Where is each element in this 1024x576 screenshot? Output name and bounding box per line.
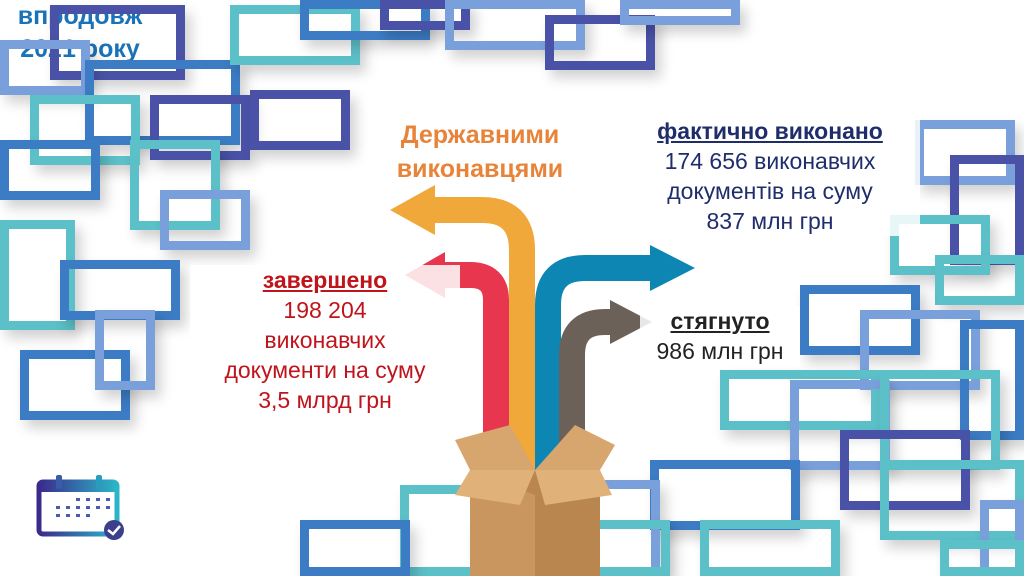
completed-sum: 3,5 млрд грн <box>258 387 392 413</box>
heading-line: Державними <box>400 121 560 149</box>
collected-title: стягнуто <box>670 308 770 334</box>
decorative-frame <box>30 95 140 165</box>
actual-text: документів на суму <box>667 178 873 204</box>
actual-sum: 837 млн грн <box>706 208 834 234</box>
period-line: 2021 року <box>20 35 140 63</box>
decorative-frame <box>300 520 410 576</box>
orange-arrow <box>430 197 535 470</box>
box-icon <box>455 425 615 576</box>
decorative-frame <box>0 140 100 200</box>
actually-executed-block: фактично виконано 174 656 виконавчих док… <box>620 116 920 236</box>
brown-arrowhead <box>610 300 652 344</box>
decorative-frame <box>380 0 470 30</box>
completed-text: виконавчих <box>264 327 386 353</box>
actual-title: фактично виконано <box>657 118 883 144</box>
brown-arrow <box>559 309 618 470</box>
actual-text: 174 656 виконавчих <box>664 148 876 174</box>
decorative-frame <box>250 90 350 150</box>
decorative-frame <box>160 190 250 250</box>
heading-line: виконавцями <box>396 155 564 183</box>
decorative-frame <box>300 0 430 40</box>
decorative-frame <box>860 310 980 390</box>
decorative-frame <box>940 540 1024 576</box>
blue-arrow <box>535 255 655 470</box>
decorative-frame <box>935 255 1024 305</box>
decorative-frame <box>445 0 585 50</box>
completed-count: 198 204 <box>283 297 367 323</box>
completed-block: завершено 198 204 виконавчих документи н… <box>190 265 460 415</box>
completed-text: документи на суму <box>224 357 426 383</box>
decorative-frame <box>130 140 220 230</box>
decorative-frame <box>700 520 840 576</box>
decorative-frame <box>0 220 75 330</box>
orange-arrowhead <box>390 185 435 235</box>
heading: Державними виконавцями <box>370 118 590 186</box>
decorative-frame <box>95 310 155 390</box>
decorative-frame <box>545 15 655 70</box>
decorative-frame <box>150 95 250 160</box>
collected-block: стягнуто 986 млн грн <box>640 306 800 366</box>
blue-arrowhead <box>650 245 695 291</box>
collected-sum: 986 млн грн <box>656 338 784 364</box>
decorative-frame <box>720 370 880 430</box>
decorative-frame <box>840 430 970 510</box>
red-arrow <box>440 262 509 470</box>
decorative-frame <box>620 0 740 25</box>
completed-title: завершено <box>262 267 388 293</box>
calendar-check-icon <box>36 475 124 540</box>
